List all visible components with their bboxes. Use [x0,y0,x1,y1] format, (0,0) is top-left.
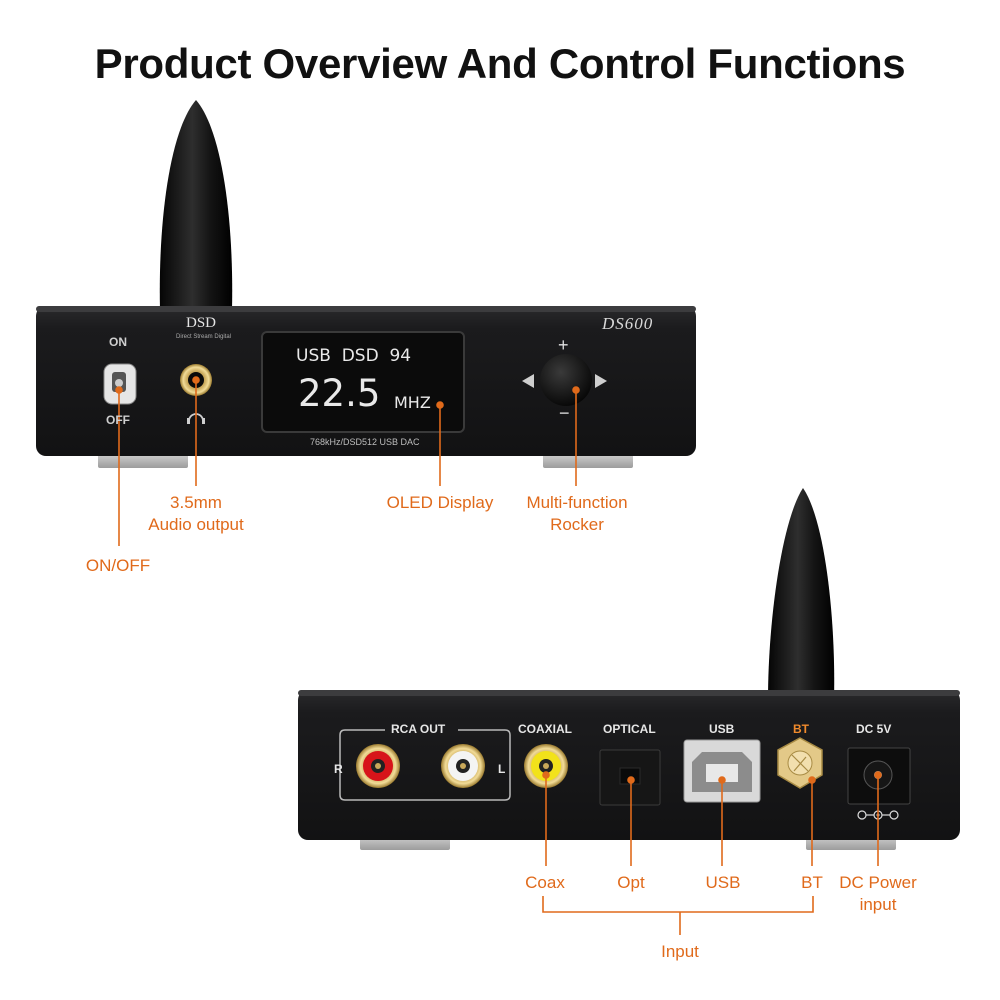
rocker-minus-icon: − [559,403,570,423]
bt-label: BT [793,722,809,736]
rear-antenna [768,488,835,720]
brand-logo: DSD [186,315,217,331]
callout-lines [115,376,882,935]
switch-on-label: ON [109,335,127,349]
callout-input: Input [661,942,699,961]
usb-label: USB [709,722,735,736]
callout-coax: Coax [525,873,565,892]
front-antenna [159,100,233,310]
spec-text: 768kHz/DSD512 USB DAC [310,437,420,447]
oled-unit: MHZ [394,393,431,412]
dc-label: DC 5V [856,722,892,736]
callout-oled-display: OLED Display [386,493,494,512]
callout-audio-output-line2: Audio output [148,515,244,534]
rca-l-label: L [498,762,506,776]
rca-left-jack[interactable] [441,744,485,788]
rocker-left-arrow [522,374,534,388]
power-switch[interactable] [103,363,137,405]
coaxial-jack[interactable] [524,744,568,788]
callout-dc-power-line2: input [859,895,897,914]
callout-opt: Opt [617,873,645,892]
front-feet [98,454,633,468]
rca-out-label: RCA OUT [391,722,446,736]
multi-function-rocker[interactable] [540,354,592,406]
rca-right-jack[interactable] [356,744,400,788]
rca-out-frame [339,729,511,801]
callout-rocker-line1: Multi-function [526,493,628,512]
callout-dc-power: DC Power input [828,872,928,916]
coaxial-label: COAXIAL [518,722,572,736]
bt-antenna-connector[interactable] [777,737,823,789]
rocker-right-arrow [595,374,607,388]
oled-display [261,331,465,433]
callout-usb: USB [705,873,741,892]
callout-on-off: ON/OFF [85,556,151,575]
usb-b-port[interactable] [683,739,761,803]
rocker-plus-icon: + [558,335,569,355]
oled-value: 22.5 [298,372,381,415]
brand-subtitle: Direct Stream Digital [176,334,232,340]
optical-label: OPTICAL [603,722,656,736]
model-name: DS600 [602,314,654,333]
callout-audio-output: 3.5mm Audio output [136,492,256,536]
callout-bt: BT [801,873,823,892]
page-title: Product Overview And Control Functions [94,40,906,87]
callout-rocker: Multi-function Rocker [512,492,642,536]
rca-r-label: R [334,762,343,776]
callout-dc-power-line1: DC Power [839,873,917,892]
switch-off-label: OFF [106,413,130,427]
callout-rocker-line2: Rocker [550,515,604,534]
oled-line-1: USB DSD 94 [296,346,412,366]
callout-audio-output-line1: 3.5mm [170,493,222,512]
